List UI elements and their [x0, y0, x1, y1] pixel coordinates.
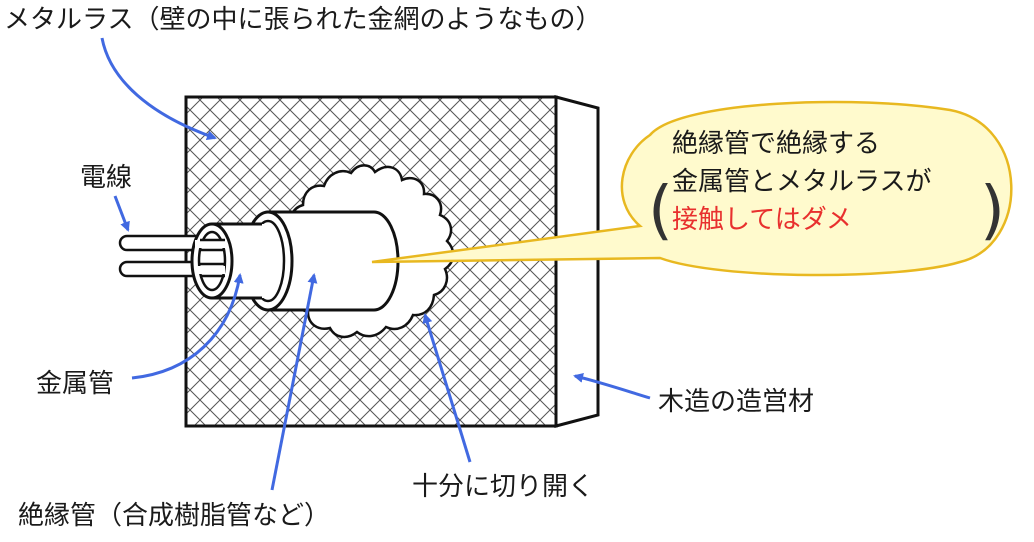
arrow-metal-lath	[100, 37, 217, 141]
callout-close-paren: )	[980, 174, 1005, 248]
callout-open-paren: (	[648, 174, 673, 248]
label-metal-pipe: 金属管	[36, 369, 114, 399]
arrow-insulating-pipe	[270, 273, 318, 491]
arrow-metal-pipe	[131, 273, 244, 380]
arrow-wire	[113, 195, 130, 232]
label-insulating-pipe: 絶縁管（合成樹脂管など）	[18, 501, 330, 531]
wire-ends	[195, 238, 225, 278]
label-wire: 電線	[80, 163, 132, 193]
callout-bubble	[371, 100, 1013, 277]
label-metal-lath: メタルラス（壁の中に張られた金網のようなもの）	[4, 5, 601, 35]
callout-line-1: 絶縁管で絶縁する	[672, 129, 880, 159]
callout-line-3-warning: 接触してはダメ	[672, 205, 852, 235]
arrow-cut-open	[422, 313, 472, 463]
arrow-wooden-structure	[573, 373, 651, 400]
label-wooden-structure: 木造の造営材	[658, 387, 814, 417]
metal-pipe	[190, 222, 268, 300]
label-cut-open: 十分に切り開く	[412, 472, 594, 502]
callout-line-2: 金属管とメタルラスが	[672, 167, 931, 197]
